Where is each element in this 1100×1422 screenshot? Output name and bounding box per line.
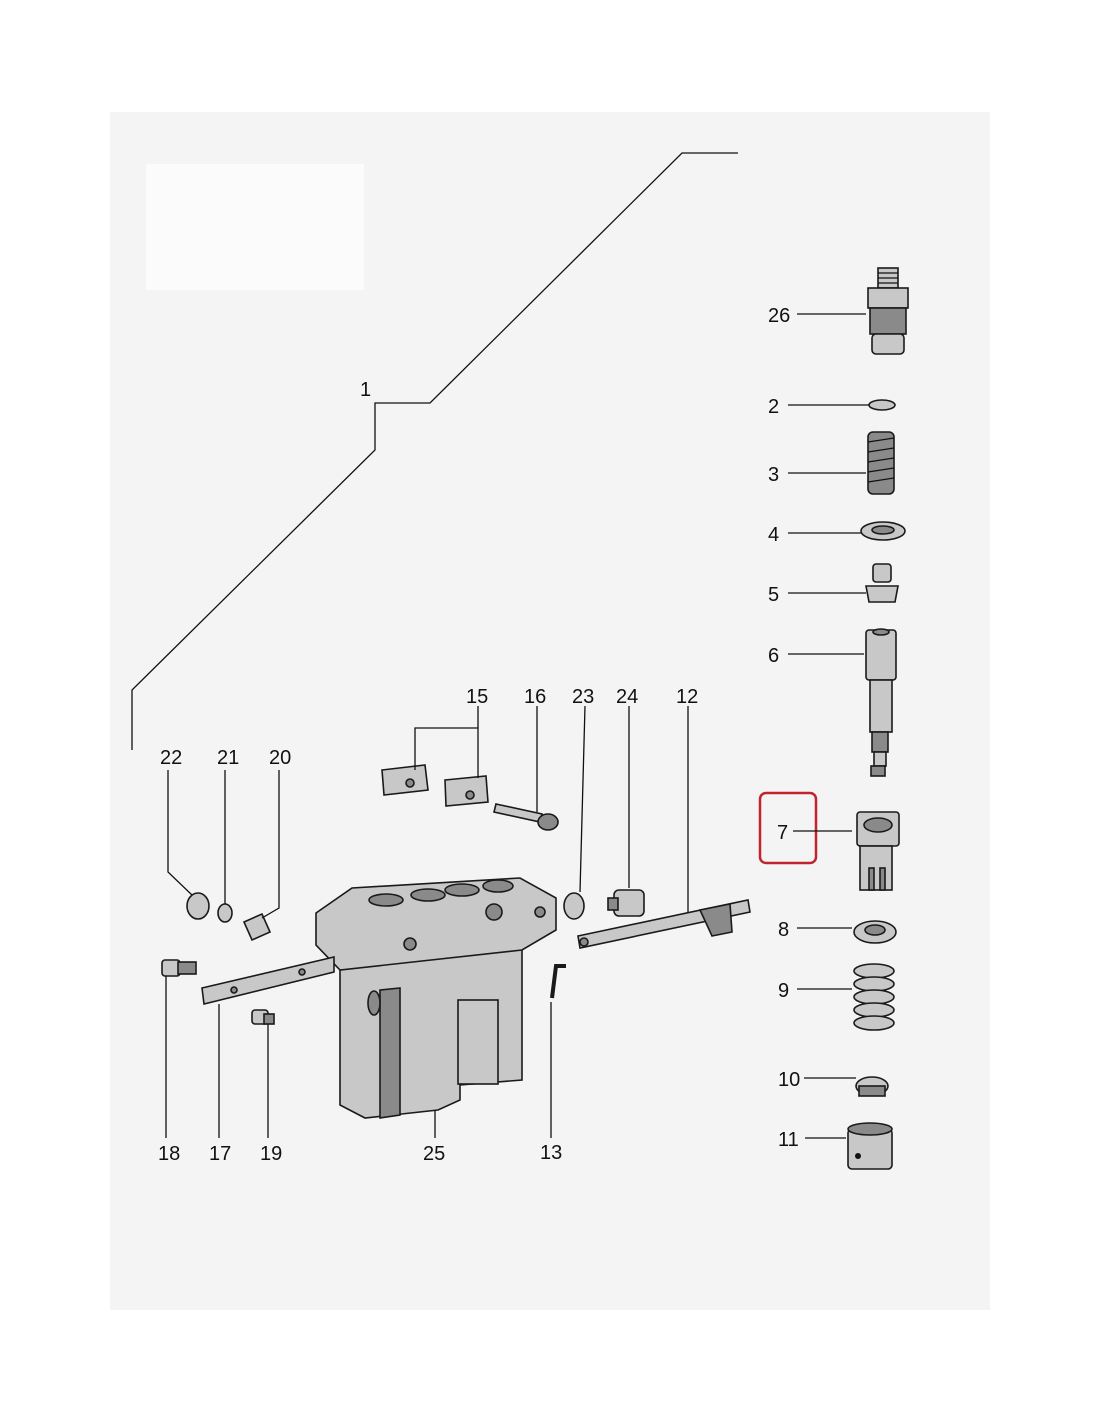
part-21-o-ring	[217, 903, 233, 923]
leader-22	[167, 770, 193, 896]
label-24: 24	[616, 686, 638, 708]
part-3-spring	[867, 431, 895, 495]
leader-23	[579, 705, 586, 893]
label-8: 8	[778, 919, 789, 941]
part-9-spring	[853, 963, 895, 1031]
part-6-plunger	[865, 628, 897, 777]
label-20: 20	[269, 747, 291, 769]
highlight-box-7	[758, 791, 818, 865]
label-1: 1	[360, 379, 371, 401]
diagram-sheet	[110, 112, 990, 1310]
label-13: 13	[540, 1142, 562, 1164]
label-15: 15	[466, 686, 488, 708]
label-19: 19	[260, 1143, 282, 1165]
part-24-plug	[607, 889, 645, 917]
part-22-plug	[186, 892, 210, 920]
label-18: 18	[158, 1143, 180, 1165]
label-9: 9	[778, 980, 789, 1002]
part-15-clamp-right	[444, 775, 489, 807]
part-20-bleed-screw	[242, 912, 272, 942]
label-22: 22	[160, 747, 182, 769]
blank-label-area	[146, 164, 364, 290]
label-16: 16	[524, 686, 546, 708]
label-26: 26	[768, 305, 790, 327]
label-10: 10	[778, 1069, 800, 1091]
part-10-spring-seat	[855, 1076, 889, 1097]
part-13-pin	[550, 964, 566, 999]
part-19-screw	[251, 1009, 275, 1025]
label-25: 25	[423, 1143, 445, 1165]
part-5-valve	[865, 563, 899, 603]
label-6: 6	[768, 645, 779, 667]
part-12-control-rod	[577, 899, 751, 949]
part-17-rail	[201, 955, 335, 1005]
leader-15	[414, 727, 479, 778]
leader-1	[131, 152, 738, 750]
label-21: 21	[217, 747, 239, 769]
part-2-o-ring	[868, 399, 896, 411]
part-23-washer	[563, 892, 585, 920]
label-7: 7	[777, 822, 788, 844]
part-11-tappet	[847, 1122, 893, 1170]
label-12: 12	[676, 686, 698, 708]
label-17: 17	[209, 1143, 231, 1165]
part-16-screw	[493, 803, 559, 831]
label-3: 3	[768, 464, 779, 486]
part-26-valve-holder	[867, 267, 909, 355]
label-23: 23	[572, 686, 594, 708]
label-2: 2	[768, 396, 779, 418]
leader-20	[261, 770, 280, 919]
part-7-control-sleeve	[856, 811, 900, 891]
label-4: 4	[768, 524, 779, 546]
part-25-pump-housing	[315, 877, 557, 1119]
label-5: 5	[768, 584, 779, 606]
part-18-bolt	[161, 959, 197, 977]
part-15-clamp-left	[381, 764, 429, 796]
label-11: 11	[778, 1129, 799, 1151]
